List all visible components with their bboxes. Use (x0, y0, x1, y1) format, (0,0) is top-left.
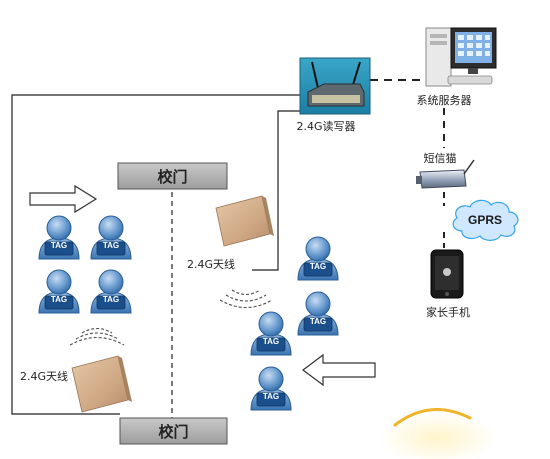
gprs-label: GPRS (468, 213, 502, 227)
antenna-panel (215, 195, 271, 247)
connection-lines (11, 79, 445, 418)
sms-modem-body (419, 169, 467, 189)
tag-label: TAG (103, 295, 119, 304)
decorative-swoosh (378, 408, 498, 459)
student-icon: TAG (90, 269, 132, 314)
reader-label: 2.4G读写器 (296, 119, 355, 133)
student-icon: TAG (250, 311, 292, 356)
student-group-left: TAG TAG TAG TAG (38, 215, 132, 314)
gprs-cloud-shape (452, 199, 519, 241)
sms-modem-device: 短信猫 (416, 151, 475, 189)
signal-waves (69, 327, 125, 346)
reader-front-panel (312, 95, 360, 103)
reader-antenna-stick (311, 61, 319, 89)
gate-top-label: 校门 (157, 168, 187, 186)
gate-bottom: 校门 (119, 417, 228, 445)
student-icon: TAG (90, 215, 132, 260)
reader-to-left-antenna-line (11, 94, 300, 415)
student-icon: TAG (250, 366, 292, 411)
antenna-right-label: 2.4G天线 (187, 257, 235, 271)
student-icon: TAG (297, 291, 339, 336)
sms-modem-label: 短信猫 (424, 151, 457, 165)
reader-to-right-antenna-line (252, 110, 300, 271)
antenna-left: 2.4G天线 (20, 327, 132, 413)
server-device: 系统服务器 (417, 27, 497, 107)
screen-icon-grid (458, 35, 490, 56)
exiting-arrow-icon (302, 353, 376, 387)
antenna-panel-edge (262, 196, 274, 236)
tag-label: TAG (310, 262, 326, 271)
tag-label: TAG (310, 317, 326, 326)
sms-modem-antenna (463, 159, 475, 175)
server-label: 系统服务器 (417, 94, 472, 107)
signal-waves (219, 289, 273, 309)
student-group-right: TAG TAG TAG TAG (250, 236, 339, 411)
phone-home-button (445, 292, 449, 296)
server-keyboard (447, 75, 493, 85)
reader-device: 2.4G读写器 (296, 57, 371, 133)
apple-logo-icon (443, 268, 451, 276)
tag-label: TAG (103, 241, 119, 250)
antenna-panel-edge (118, 356, 132, 402)
server-drive-bay (430, 41, 447, 45)
antenna-panel (71, 355, 129, 413)
gate-bottom-label: 校门 (158, 423, 188, 441)
tag-label: TAG (51, 295, 67, 304)
phone-label: 家长手机 (426, 305, 470, 319)
gate-top: 校门 (117, 162, 228, 190)
parent-phone-device: 家长手机 (426, 249, 470, 319)
student-icon: TAG (297, 236, 339, 281)
student-icon: TAG (38, 269, 80, 314)
sms-modem-connector (416, 176, 422, 184)
gprs-cloud: GPRS (452, 199, 519, 241)
antenna-left-label: 2.4G天线 (20, 369, 68, 383)
student-icon: TAG (38, 215, 80, 260)
tag-label: TAG (51, 241, 67, 250)
tag-label: TAG (263, 392, 279, 401)
server-drive-bay (430, 34, 447, 38)
entering-arrow-icon (29, 184, 98, 214)
tag-label: TAG (263, 337, 279, 346)
antenna-right: 2.4G天线 (187, 195, 274, 309)
server-monitor-stand (468, 68, 478, 74)
